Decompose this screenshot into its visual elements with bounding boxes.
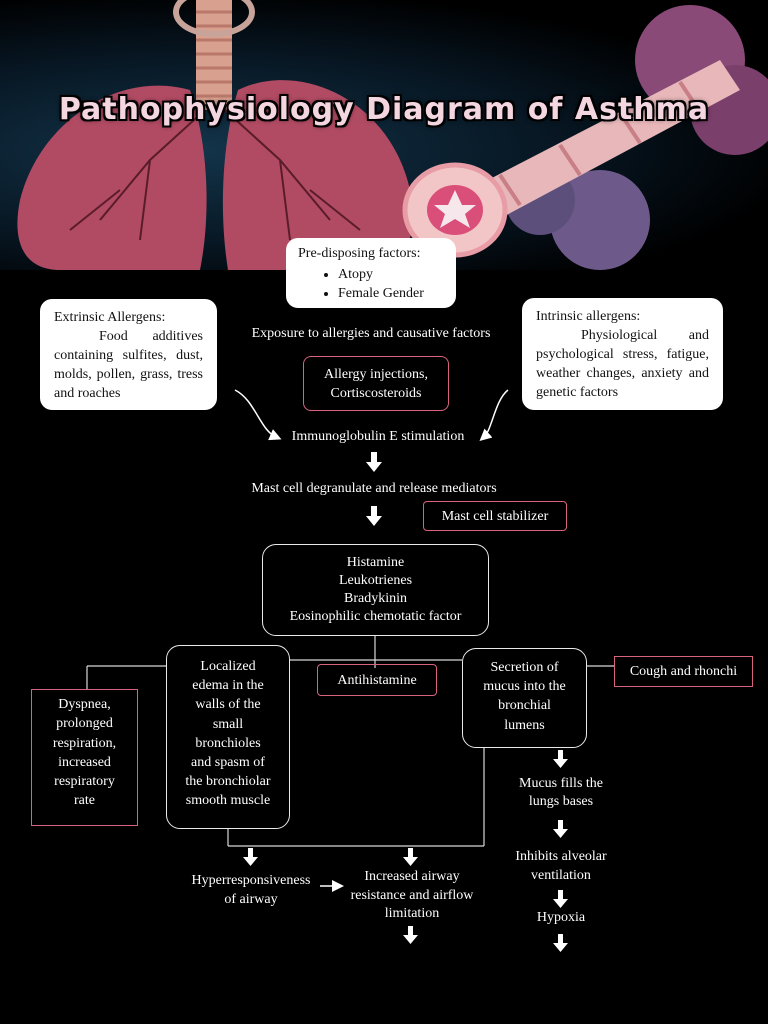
dyspnea-line: rate (74, 793, 95, 809)
antihistamine-label: Antihistamine (337, 673, 417, 688)
mediator-item: Leukotrienes (338, 573, 413, 588)
airway-line: resistance and airflow (350, 887, 474, 903)
mediators-box: Histamine Leukotrienes Bradykinin Eosino… (262, 544, 489, 636)
exposure-text: Exposure to allergies and causative fact… (251, 326, 491, 341)
inhibits-line: ventilation (531, 868, 591, 883)
mucus-fills-line: Mucus fills the (519, 776, 603, 791)
inhibits-ventilation-text: Inhibits alveolar ventilation (495, 847, 627, 885)
mediator-item: Eosinophilic chemotatic factor (289, 609, 462, 624)
mucus-fills-line: lungs bases (528, 794, 594, 809)
intrinsic-allergens-box: Intrinsic allergens: Physiological and p… (522, 298, 723, 410)
extrinsic-allergens-box: Extrinsic Allergens: Food additives cont… (40, 299, 217, 410)
secretion-line: Secretion of (490, 660, 559, 675)
dyspnea-line: respiratory (54, 774, 115, 790)
edema-line: bronchioles (195, 735, 261, 751)
intrinsic-heading: Intrinsic allergens: (536, 309, 641, 324)
cough-rhonchi-label: Cough and rhonchi (629, 664, 738, 679)
predisposing-factors-box: Pre-disposing factors: Atopy Female Gend… (286, 238, 456, 308)
hyper-line: of airway (224, 892, 278, 907)
extrinsic-text: Food additives containing sulfites, dust… (54, 329, 203, 401)
dyspnea-box: Dyspnea, prolonged respiration, increase… (31, 689, 138, 826)
mucus-fills-text: Mucus fills the lungs bases (500, 775, 622, 811)
allergy-injections-line: Allergy injections, (324, 367, 428, 382)
mediator-item: Histamine (346, 555, 405, 570)
hyper-line: Hyperresponsiveness (191, 873, 311, 888)
cough-rhonchi-box: Cough and rhonchi (614, 656, 753, 687)
header-illustration: Pathophysiology Diagram of Asthma (0, 0, 768, 270)
airway-line: limitation (384, 906, 440, 921)
secretion-line: lumens (504, 717, 545, 733)
edema-line: and spasm of (191, 755, 265, 771)
list-item: Female Gender (338, 284, 444, 303)
edema-line: walls of the (195, 697, 261, 713)
inhibits-line: Inhibits alveolar (515, 849, 607, 864)
dyspnea-line: Dyspnea, (58, 697, 111, 712)
localized-edema-box: Localized edema in the walls of the smal… (166, 645, 290, 829)
list-item: Atopy (338, 265, 444, 284)
mast-cell-text: Mast cell degranulate and release mediat… (251, 481, 497, 496)
secretion-line: mucus into the (483, 679, 566, 695)
edema-line: Localized (200, 659, 256, 674)
mucus-secretion-box: Secretion of mucus into the bronchial lu… (462, 648, 587, 748)
hyperresponsiveness-text: Hyperresponsiveness of airway (180, 871, 322, 909)
edema-line: the bronchiolar (185, 774, 271, 790)
dyspnea-line: respiration, (52, 735, 117, 751)
hypoxia-text: Hypoxia (536, 910, 586, 925)
increased-airway-text: Increased airway resistance and airflow … (340, 868, 484, 924)
allergy-injections-box: Allergy injections, Cortiscosteroids (303, 356, 449, 411)
page-title: Pathophysiology Diagram of Asthma (58, 92, 710, 127)
dyspnea-line: prolonged (56, 716, 113, 732)
antihistamine-box: Antihistamine (317, 664, 437, 696)
ige-stimulation-text: Immunoglobulin E stimulation (291, 429, 465, 444)
airway-line: Increased airway (364, 869, 460, 884)
mast-cell-stabilizer-label: Mast cell stabilizer (441, 509, 549, 524)
dyspnea-line: increased (58, 754, 111, 770)
mediator-item: Bradykinin (344, 591, 407, 606)
predisposing-list: Atopy Female Gender (298, 265, 444, 303)
edema-line: edema in the (192, 678, 264, 694)
mast-cell-stabilizer-box: Mast cell stabilizer (423, 501, 567, 531)
edema-line: small (212, 716, 244, 732)
predisposing-heading: Pre-disposing factors: (298, 246, 421, 261)
intrinsic-text: Physiological and psychological stress, … (536, 328, 709, 400)
edema-line: smooth muscle (185, 793, 271, 809)
corticosteroids-line: Cortiscosteroids (330, 386, 422, 401)
extrinsic-heading: Extrinsic Allergens: (54, 310, 166, 325)
lungs-illustration (17, 0, 768, 270)
secretion-line: bronchial (498, 698, 551, 714)
